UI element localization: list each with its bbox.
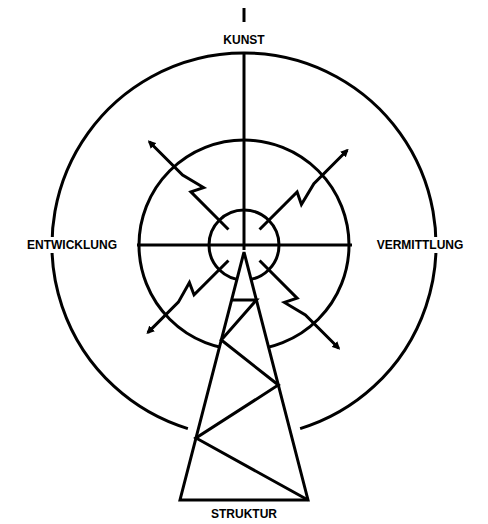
tower-frame [180, 252, 308, 500]
signal-arrow [260, 261, 339, 349]
axis-label: ENTWICKLUNG [25, 237, 119, 253]
horizontal-axis [137, 244, 352, 247]
axis-label: KUNST [221, 32, 266, 48]
tower-zigzag [196, 300, 308, 500]
vertical-axis [243, 52, 246, 250]
signal-arrow [260, 150, 348, 229]
axis-label: VERMITTLUNG [375, 237, 466, 253]
signal-arrow [148, 261, 229, 333]
top-tick [243, 8, 246, 22]
signal-arrow [149, 142, 228, 230]
axis-label: STRUKTUR [209, 506, 279, 522]
